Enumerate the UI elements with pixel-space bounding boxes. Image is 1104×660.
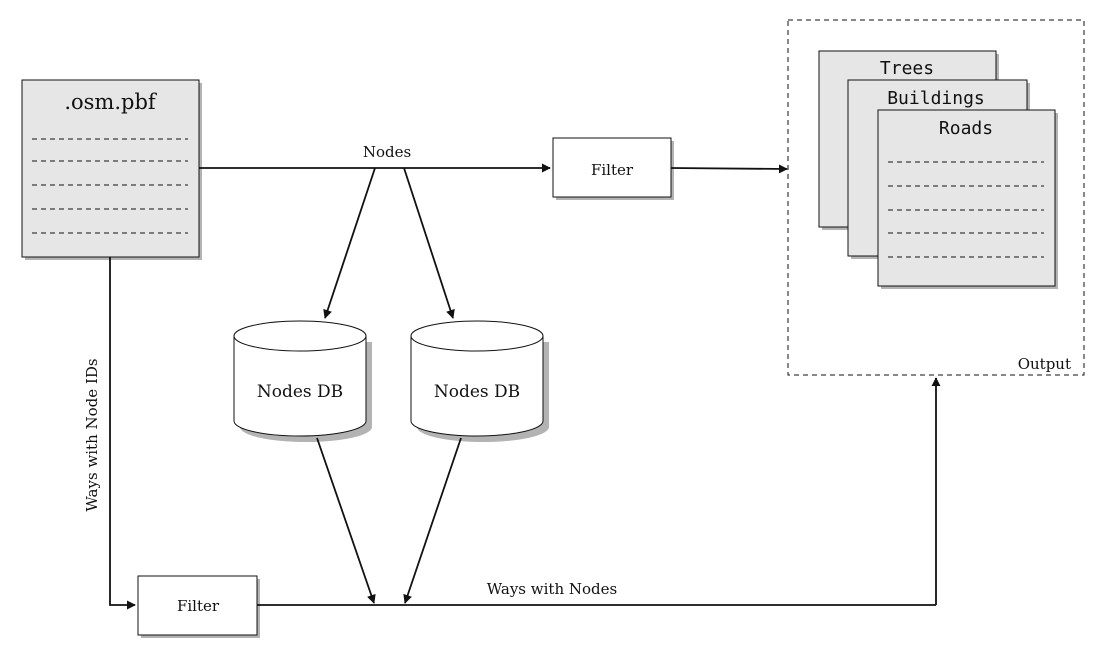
output-trees-label: Trees <box>880 58 934 79</box>
output-doc-roads: Roads <box>877 109 1058 289</box>
nodes-db-left: Nodes DB <box>233 320 372 442</box>
output-container <box>787 19 1085 376</box>
filter-bottom-label: Filter <box>177 597 220 615</box>
filter-bottom: Filter <box>137 575 260 638</box>
edge-filter-top-to-output <box>670 164 788 174</box>
filter-top-label: Filter <box>591 161 634 179</box>
edge-label-ways-with-node-ids: Ways with Node IDs <box>83 358 101 511</box>
source-file-label: .osm.pbf <box>64 90 158 114</box>
filter-top: Filter <box>552 137 674 200</box>
output-buildings-label: Buildings <box>887 88 985 109</box>
nodes-db-left-label: Nodes DB <box>257 382 343 402</box>
nodes-db-right-label: Nodes DB <box>434 382 520 402</box>
edge-db-left-to-join <box>316 437 376 604</box>
edge-label-nodes: Nodes <box>363 143 411 161</box>
edge-db-right-to-join <box>403 437 462 604</box>
edge-source-to-filter-bottom <box>109 257 136 610</box>
edge-nodes-to-db-left <box>323 167 376 319</box>
output-label: Output <box>1018 355 1071 373</box>
output-roads-label: Roads <box>939 118 993 139</box>
nodes-db-right: Nodes DB <box>410 320 549 442</box>
edge-label-ways-with-nodes: Ways with Nodes <box>487 580 617 598</box>
source-document: .osm.pbf <box>21 79 202 260</box>
edge-nodes-to-db-right <box>403 167 455 319</box>
